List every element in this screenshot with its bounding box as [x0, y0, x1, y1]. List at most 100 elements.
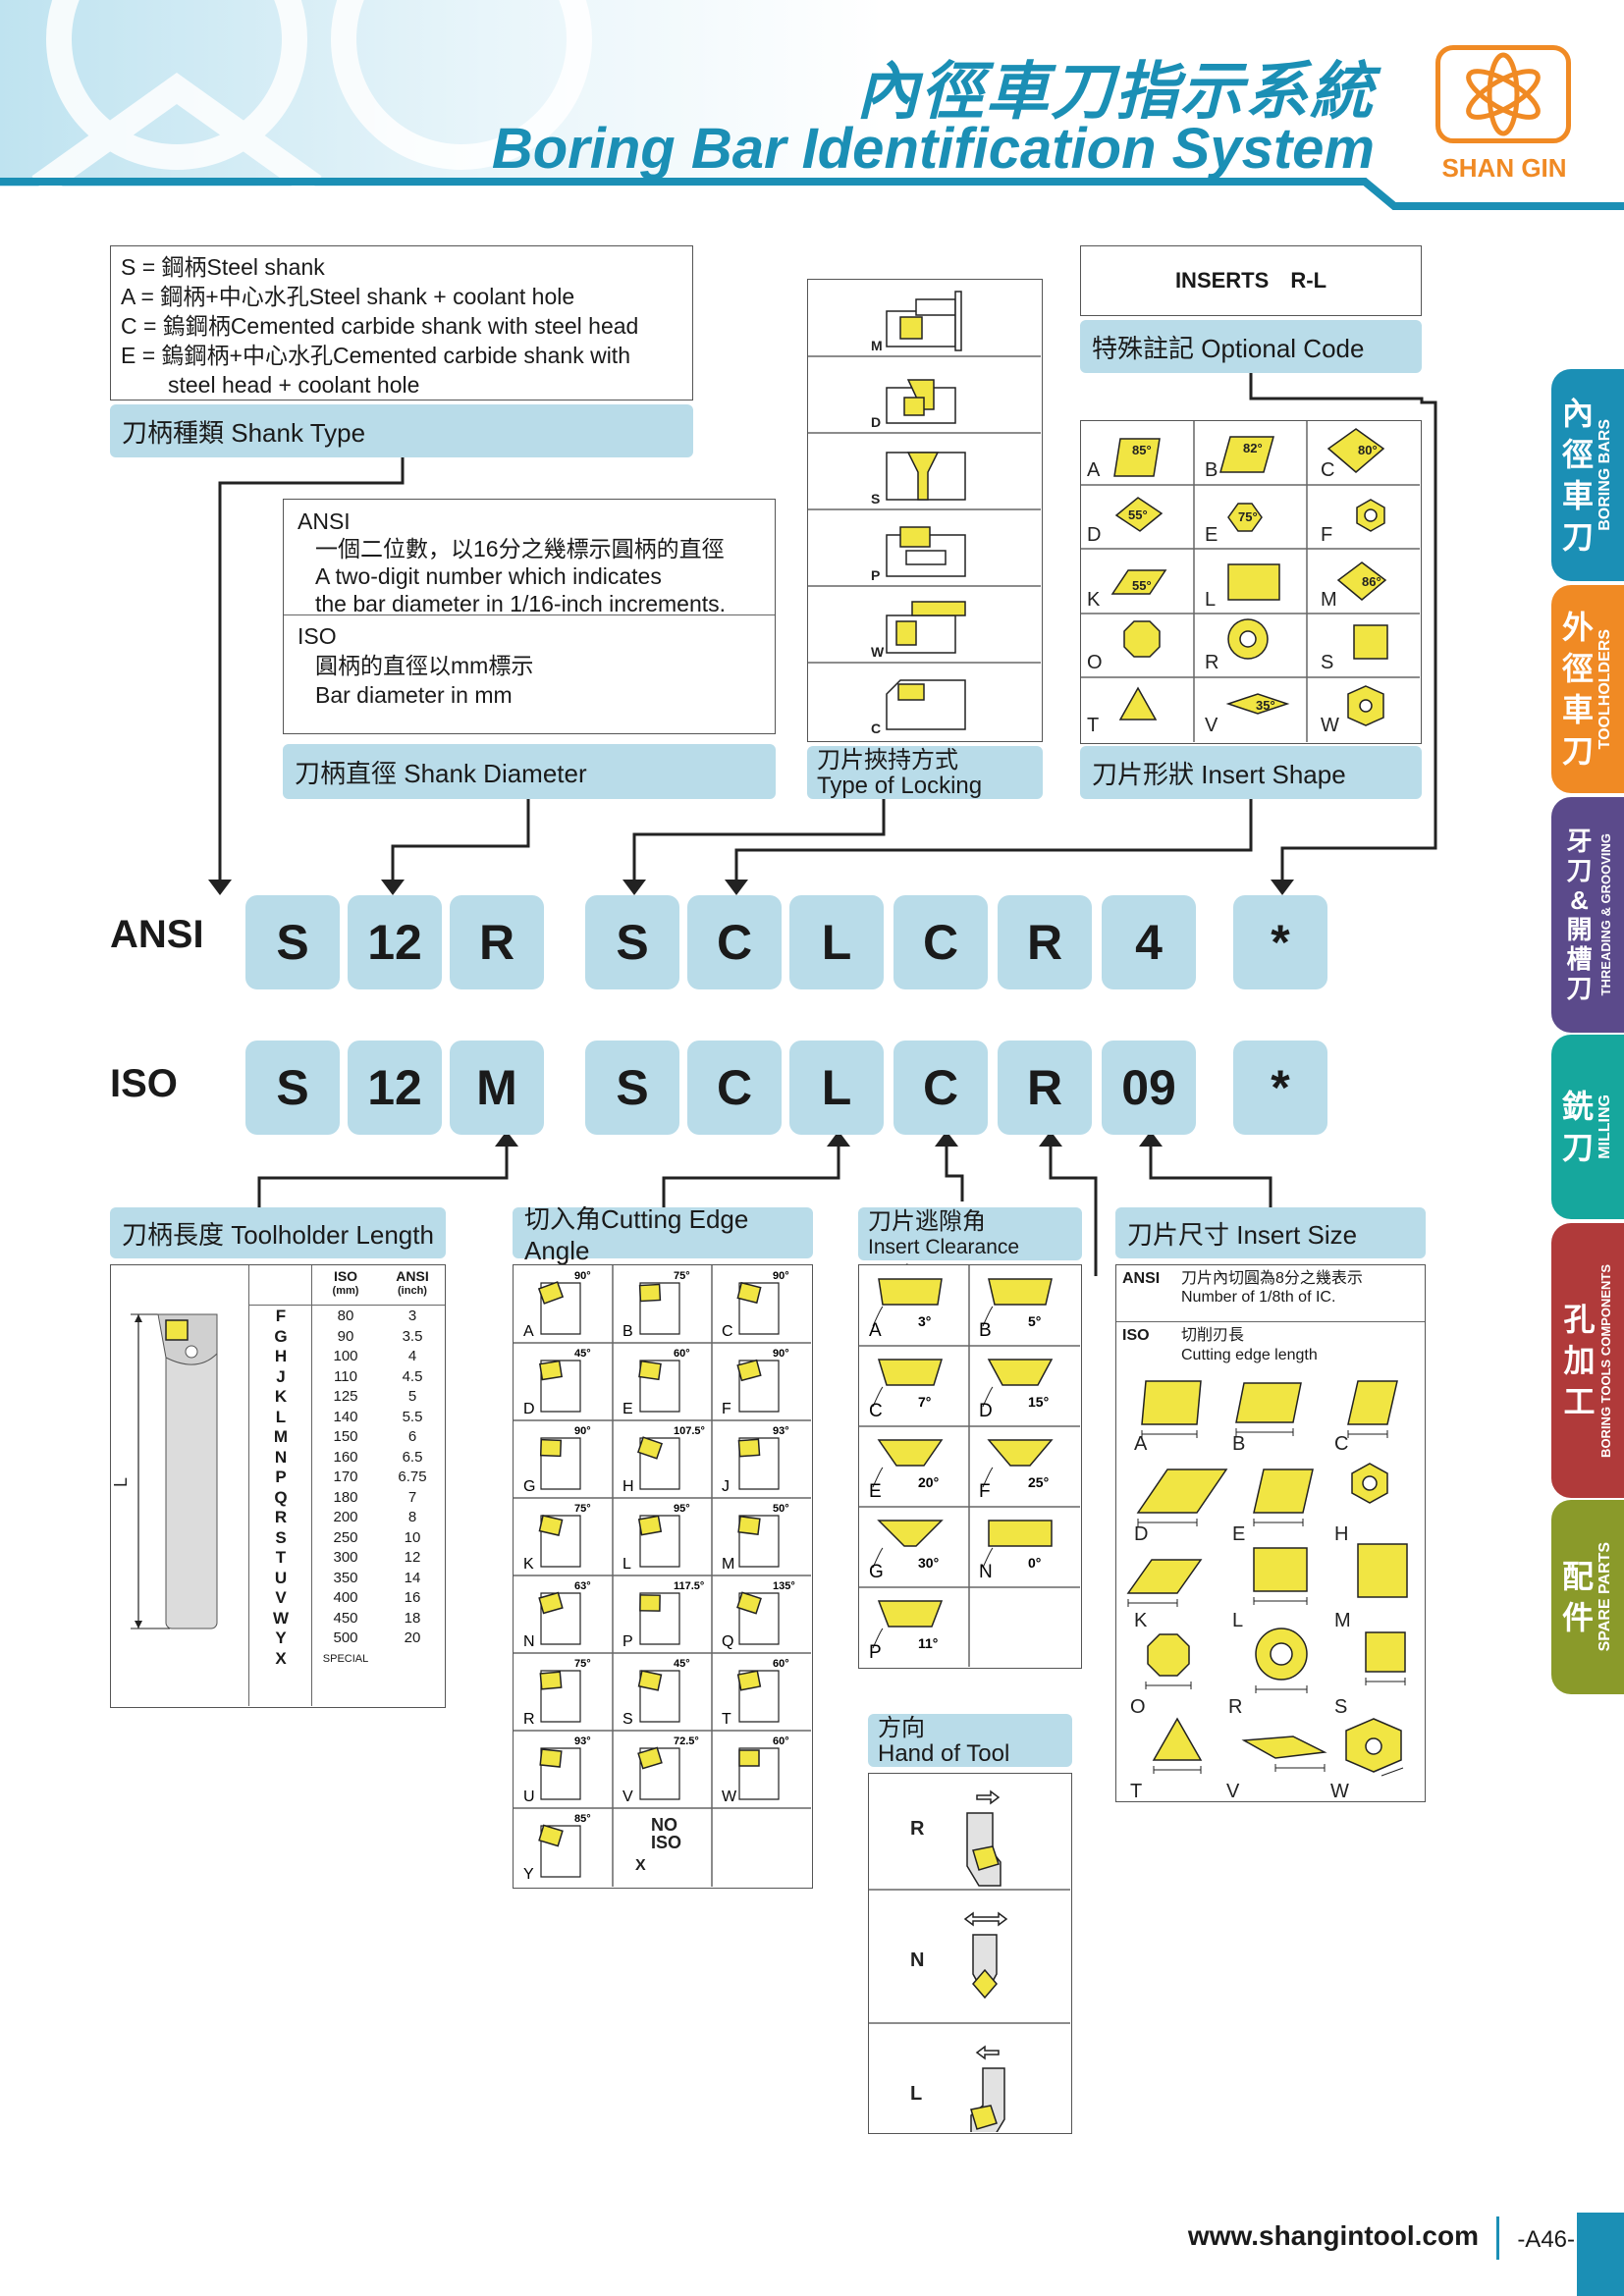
clearance-value: 20° — [918, 1474, 939, 1490]
shank-type-line: steel head + coolant hole — [168, 372, 420, 398]
iso-desc-en: Bar diameter in mm — [315, 682, 513, 708]
cutting-angle-letter: D — [523, 1401, 535, 1417]
cutting-angle-value: 45° — [674, 1658, 690, 1670]
cutting-angle-letter: M — [722, 1556, 734, 1573]
cutting-angle-value: 75° — [574, 1503, 591, 1515]
clearance-letter: D — [979, 1401, 993, 1421]
clearance-value: 3° — [918, 1313, 931, 1329]
length-cell: 5 — [407, 1388, 417, 1405]
insert-size-letter: W — [1330, 1781, 1349, 1800]
cutting-angle-cell: M50° — [722, 1503, 789, 1573]
insert-size-letter: B — [1232, 1433, 1245, 1455]
iso-code-length: M — [450, 1041, 544, 1135]
length-cell: Q — [274, 1487, 288, 1507]
length-cell: L — [275, 1407, 287, 1426]
ansi-desc-en1: A two-digit number which indicates — [315, 563, 662, 589]
cutting-angle-letter: F — [722, 1401, 731, 1417]
clearance-letter: E — [869, 1481, 882, 1502]
svg-text:L: L — [1205, 589, 1216, 611]
locking-letter: W — [871, 644, 885, 660]
cutting-angle-letter: G — [523, 1478, 535, 1495]
clearance-value: 5° — [1028, 1313, 1041, 1329]
length-cell: T — [275, 1548, 287, 1567]
clearance-letter: F — [979, 1481, 991, 1502]
hand-letter-r: R — [910, 1818, 925, 1840]
cutting-angle-cell: T60° — [722, 1658, 789, 1728]
cutting-angle-cell: V72.5° — [623, 1735, 699, 1805]
cutting-angle-value: 63° — [574, 1580, 591, 1592]
optional-code-text: INSERTS R-L — [1174, 268, 1327, 293]
insert-size-label: 刀片尺寸 Insert Size — [1115, 1207, 1426, 1258]
cutting-angle-value: 75° — [574, 1658, 591, 1670]
svg-text:O: O — [1087, 652, 1103, 673]
length-cell: M — [273, 1427, 289, 1446]
no-iso-line2: ISO — [651, 1833, 681, 1852]
insert-size-letter: H — [1334, 1523, 1348, 1545]
length-cell: K — [274, 1387, 288, 1406]
length-cell: 140 — [333, 1408, 358, 1425]
locking-label-en: Type of Locking — [817, 773, 983, 799]
cutting-angle-cell: A90° — [523, 1270, 591, 1340]
size-iso-title: ISO — [1122, 1327, 1150, 1344]
length-cell: 400 — [333, 1589, 358, 1606]
size-iso-en: Cutting edge length — [1181, 1347, 1318, 1363]
length-cell: 110 — [334, 1367, 357, 1385]
side-tab-en: BORING TOOLS COMPONENTS — [1597, 1263, 1613, 1458]
cutting-angle-cell: N63° — [523, 1580, 591, 1650]
length-cell: 500 — [333, 1629, 358, 1646]
clearance-letter: N — [979, 1562, 993, 1582]
ansi-code-length: R — [450, 895, 544, 989]
locking-label-cn: 刀片挾持方式 — [817, 747, 958, 774]
ansi-code-hand: R — [998, 895, 1092, 989]
length-cell: 18 — [404, 1609, 421, 1627]
cutting-angle-letter: P — [623, 1633, 633, 1650]
cutting-angle-letter: R — [523, 1711, 535, 1728]
cutting-angle-letter: J — [722, 1478, 730, 1495]
svg-text:B: B — [1205, 459, 1218, 481]
shank-type-line: C = 鎢鋼柄Cemented carbide shank with steel… — [121, 313, 639, 339]
length-cell: 12 — [404, 1549, 421, 1566]
cutting-angle-value: 93° — [574, 1735, 591, 1747]
shank-diameter-label: 刀柄直徑 Shank Diameter — [283, 744, 776, 799]
cutting-angle-value: 93° — [773, 1425, 789, 1437]
length-cell: N — [274, 1447, 288, 1467]
length-col-ansi-unit: (inch) — [398, 1285, 427, 1297]
clearance-label-cn: 刀片逃隙角 — [868, 1208, 986, 1235]
no-iso-line1: NO — [651, 1815, 677, 1835]
cutting-angle-value: 60° — [674, 1348, 690, 1360]
cutting-angle-value: 90° — [574, 1425, 591, 1437]
connector-lines-upper — [208, 373, 1437, 1276]
footer-url[interactable]: www.shangintool.com — [1187, 2220, 1479, 2251]
side-tab-en: THREADING & GROOVING — [1597, 833, 1613, 996]
hand-label-en: Hand of Tool — [878, 1740, 1010, 1767]
insert-size-letter: D — [1134, 1523, 1148, 1545]
svg-text:E: E — [1205, 524, 1218, 546]
iso-code-insert-size: 09 — [1102, 1041, 1196, 1135]
cutting-angle-letter: S — [623, 1711, 633, 1728]
no-iso-letter: X — [635, 1857, 646, 1874]
length-col-iso: ISO — [333, 1268, 358, 1284]
svg-text:K: K — [1087, 589, 1101, 611]
clearance-letter: A — [869, 1320, 882, 1341]
ansi-code-locking: S — [585, 895, 679, 989]
boring-bar-drawing: L — [111, 1313, 218, 1629]
length-cell: X — [275, 1648, 287, 1668]
length-cell: 160 — [333, 1448, 358, 1466]
side-tab-cn: 外徑車刀 — [1561, 610, 1594, 769]
